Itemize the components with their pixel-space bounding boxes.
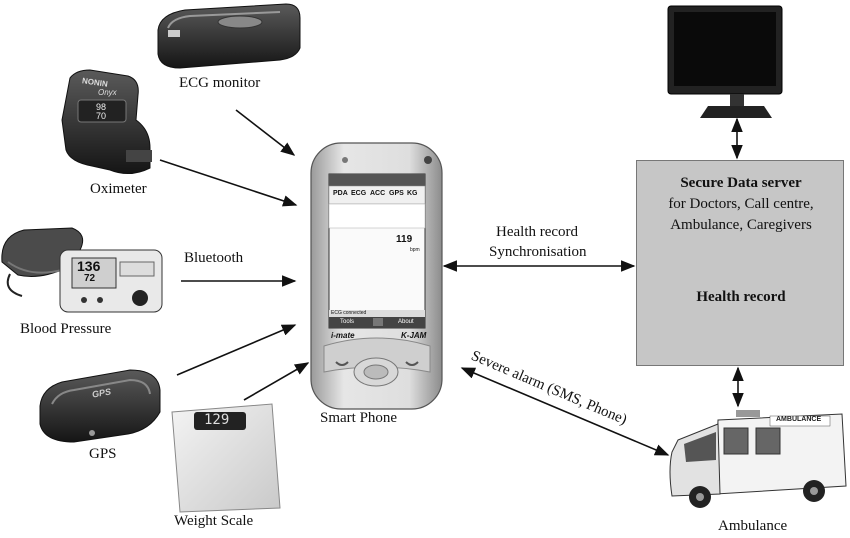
phone-tab-kg[interactable]: KG — [407, 190, 418, 197]
phone-model: K-JAM — [401, 331, 427, 340]
label-sync-line1: Health record — [496, 224, 579, 240]
arrow-scale-phone — [243, 362, 310, 401]
phone-brand: i-mate — [331, 331, 355, 340]
computer-monitor-image — [667, 5, 783, 118]
ambulance-roof-text: AMBULANCE — [776, 416, 822, 423]
server-line-2: Ambulance, Caregivers — [670, 217, 812, 233]
oximeter-reading-2: 70 — [96, 111, 107, 121]
arrow-gps-phone — [176, 324, 297, 376]
oximeter-image — [61, 69, 152, 174]
scale-reading: 129 — [204, 412, 230, 428]
gps-image — [39, 369, 161, 443]
bp-reading-1: 136 — [77, 258, 101, 274]
arrow-oximeter-phone — [159, 159, 298, 207]
oximeter-reading-1: 98 — [96, 102, 107, 112]
label-oximeter: Oximeter — [90, 181, 147, 197]
phone-heart-rate: 119 — [396, 234, 413, 245]
arrow-alarm — [460, 367, 670, 456]
label-gps: GPS — [89, 446, 117, 462]
weight-scale-image — [171, 403, 281, 513]
phone-status-bar: ECG connected — [331, 310, 367, 316]
server-title: Secure Data server — [680, 175, 802, 191]
label-weight-scale: Weight Scale — [174, 513, 254, 529]
arrow-ecg-phone — [235, 109, 296, 156]
phone-tab-gps[interactable]: GPS — [389, 190, 404, 197]
phone-tab-pda[interactable]: PDA — [333, 190, 348, 197]
label-bluetooth: Bluetooth — [184, 250, 244, 266]
secure-data-server-box: Secure Data server for Doctors, Call cen… — [636, 160, 844, 366]
bp-reading-2: 72 — [84, 273, 96, 284]
label-sync-line2: Synchronisation — [489, 244, 587, 260]
smart-phone-image — [310, 142, 443, 410]
server-line-1: for Doctors, Call centre, — [668, 196, 814, 212]
phone-tab-ecg[interactable]: ECG — [351, 190, 367, 197]
phone-softkey-about[interactable]: About — [398, 319, 414, 325]
phone-tab-acc[interactable]: ACC — [370, 190, 386, 197]
phone-heart-rate-unit: bpm — [410, 247, 420, 253]
blood-pressure-image — [1, 227, 163, 313]
oximeter-model-text: Onyx — [98, 88, 117, 97]
label-smart-phone: Smart Phone — [320, 410, 398, 426]
ecg-monitor-image — [157, 3, 301, 69]
label-blood-pressure: Blood Pressure — [20, 321, 112, 337]
health-record-label: Health record — [696, 289, 786, 305]
label-ecg-monitor: ECG monitor — [179, 75, 261, 91]
phone-softkey-tools[interactable]: Tools — [340, 319, 355, 325]
ambulance-image — [669, 410, 847, 508]
label-ambulance: Ambulance — [718, 518, 788, 534]
